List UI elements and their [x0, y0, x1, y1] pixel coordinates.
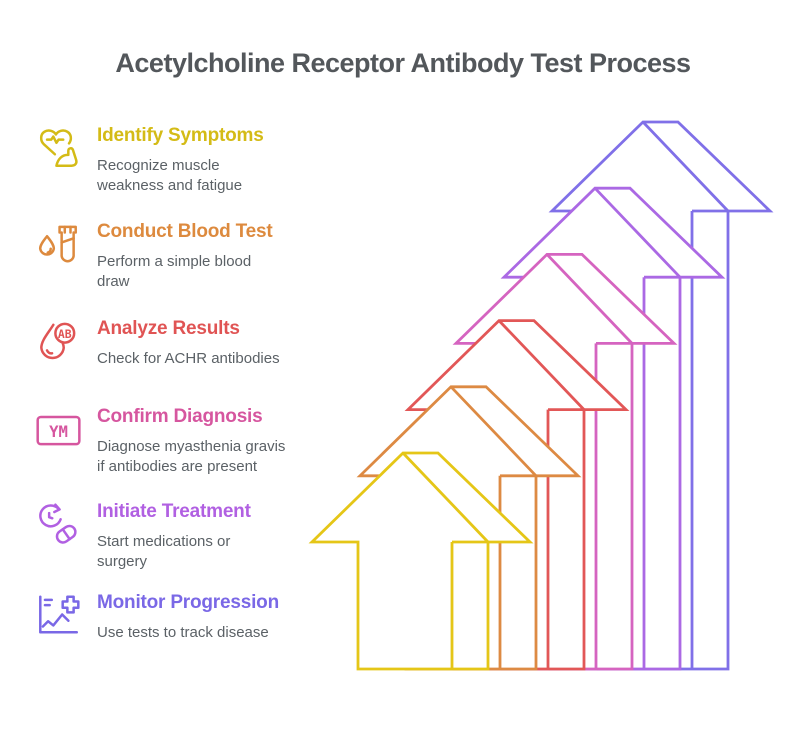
- step-description-line: Check for ACHR antibodies: [97, 350, 280, 367]
- step-title: Initiate Treatment: [97, 501, 251, 522]
- step-title: Conduct Blood Test: [97, 221, 273, 242]
- step-description-line: weakness and fatigue: [97, 177, 243, 194]
- step-title: Confirm Diagnosis: [97, 406, 263, 427]
- step-text: Identify Symptoms Recognize muscle weakne…: [97, 123, 264, 196]
- step-description-line: draw: [97, 273, 130, 290]
- svg-text:AB: AB: [58, 327, 72, 341]
- step-text: Confirm Diagnosis Diagnose myasthenia gr…: [97, 404, 285, 477]
- process-step: Monitor Progression Use tests to track d…: [33, 590, 303, 643]
- clock-pill-icon: [33, 499, 83, 549]
- blood-drop-test-tube-icon: [33, 219, 83, 269]
- step-description-line: if antibodies are present: [97, 458, 258, 475]
- step-description-line: surgery: [97, 553, 148, 570]
- step-text: Monitor Progression Use tests to track d…: [97, 590, 279, 643]
- process-step: YM Confirm Diagnosis Diagnose myasthenia…: [33, 404, 303, 477]
- svg-text:YM: YM: [49, 423, 68, 441]
- process-step: Conduct Blood Test Perform a simple bloo…: [33, 219, 303, 292]
- step-text: Analyze Results Check for ACHR antibodie…: [97, 316, 280, 369]
- blood-drop-ab-icon: AB: [33, 316, 83, 366]
- step-description: Check for ACHR antibodies: [97, 349, 280, 369]
- process-step: Initiate Treatment Start medications or s…: [33, 499, 303, 572]
- step-description: Use tests to track disease: [97, 623, 279, 643]
- step-title: Identify Symptoms: [97, 125, 264, 146]
- page-title: Acetylcholine Receptor Antibody Test Pro…: [115, 48, 691, 78]
- chart-cross-icon: [33, 590, 83, 640]
- step-title: Analyze Results: [97, 318, 240, 339]
- process-step: AB Analyze Results Check for ACHR antibo…: [33, 316, 303, 369]
- step-description-line: Use tests to track disease: [97, 624, 269, 641]
- step-description: Diagnose myasthenia gravis if antibodies …: [97, 437, 285, 477]
- step-description-line: Perform a simple blood: [97, 253, 252, 270]
- step-text: Conduct Blood Test Perform a simple bloo…: [97, 219, 273, 292]
- step-description-line: Start medications or: [97, 533, 231, 550]
- ym-badge-icon: YM: [33, 404, 83, 454]
- step-description-line: Diagnose myasthenia gravis: [97, 438, 286, 455]
- process-step: Identify Symptoms Recognize muscle weakne…: [33, 123, 303, 196]
- step-text: Initiate Treatment Start medications or s…: [97, 499, 251, 572]
- step-description: Start medications or surgery: [97, 532, 251, 572]
- step-description: Recognize muscle weakness and fatigue: [97, 156, 264, 196]
- heart-pulse-muscle-icon: [33, 123, 83, 173]
- process-arrow-1: [308, 451, 534, 671]
- step-title: Monitor Progression: [97, 592, 279, 613]
- step-description-line: Recognize muscle: [97, 157, 220, 174]
- step-description: Perform a simple blood draw: [97, 252, 272, 292]
